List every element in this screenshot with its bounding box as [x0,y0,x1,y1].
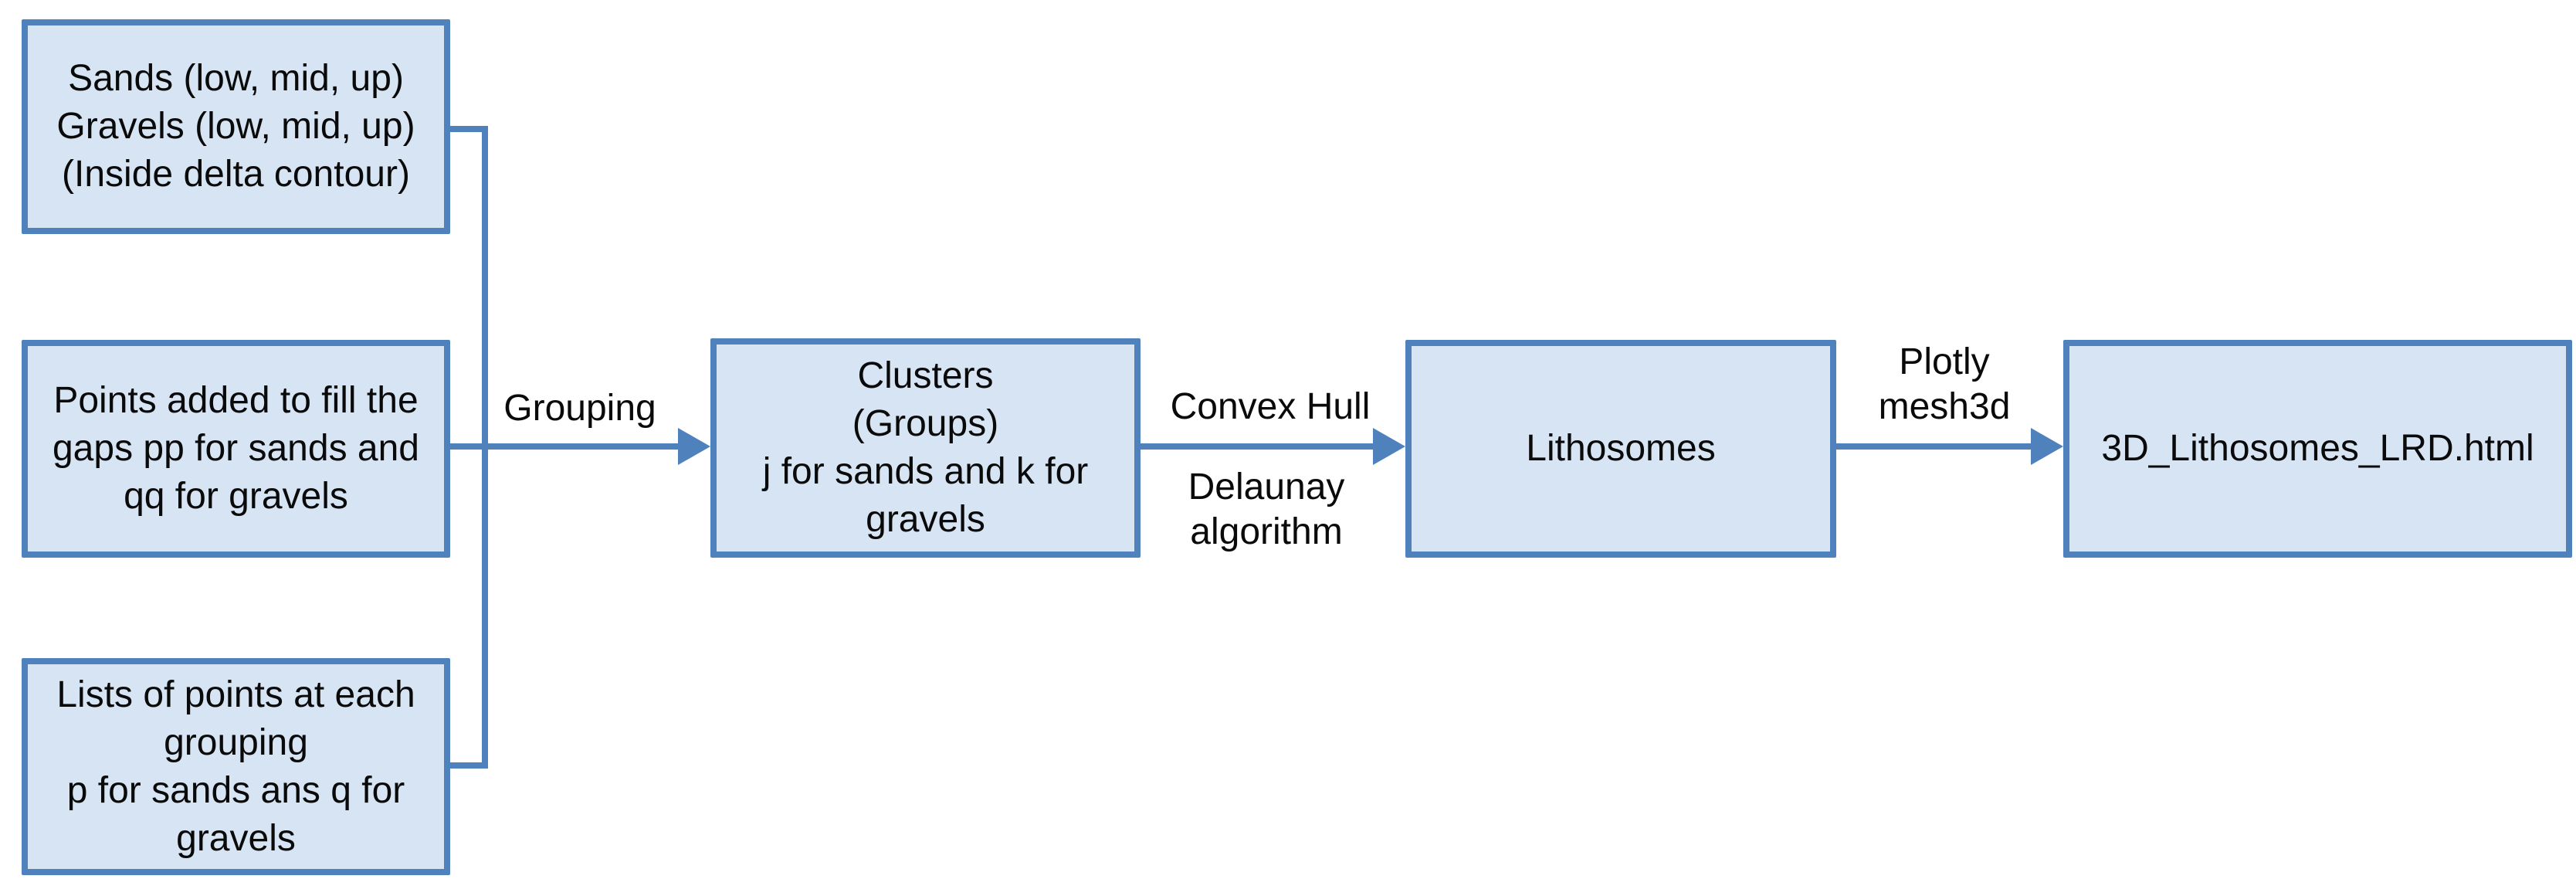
convex-hull-arrowhead-icon [1373,428,1405,465]
edge-label-plotly-mesh3d: Plotly mesh3d [1878,341,2011,427]
node-gap-points: Points added to fill the gaps pp for san… [22,340,450,558]
node-gap-points-label: Points added to fill the gaps pp for san… [52,380,419,517]
plotly-arrow-line [1834,443,2032,450]
convex-hull-arrow-line [1141,443,1374,450]
node-output-file-label: 3D_Lithosomes_LRD.html [2101,428,2534,469]
node-lithosomes: Lithosomes [1405,340,1836,558]
edge-label-grouping: Grouping [503,388,656,429]
node-source-data-label: Sands (low, mid, up) Gravels (low, mid, … [56,58,415,195]
plotly-arrowhead-icon [2031,428,2063,465]
grouping-arrowhead-icon [678,428,710,465]
bracket-top-stub-line [450,126,488,132]
edge-label-delaunay-algorithm: Delaunay algorithm [1188,467,1345,552]
grouping-arrow-line [450,443,680,450]
node-clusters-label: Clusters (Groups) j for sands and k for … [762,355,1089,540]
node-source-data: Sands (low, mid, up) Gravels (low, mid, … [22,19,450,234]
node-point-lists: Lists of points at each grouping p for s… [22,658,450,875]
node-point-lists-label: Lists of points at each grouping p for s… [56,674,415,859]
node-lithosomes-label: Lithosomes [1526,428,1716,469]
node-clusters: Clusters (Groups) j for sands and k for … [710,338,1141,558]
node-output-file: 3D_Lithosomes_LRD.html [2063,340,2572,558]
edge-label-convex-hull: Convex Hull [1170,386,1371,427]
bracket-bottom-stub-line [450,762,488,769]
